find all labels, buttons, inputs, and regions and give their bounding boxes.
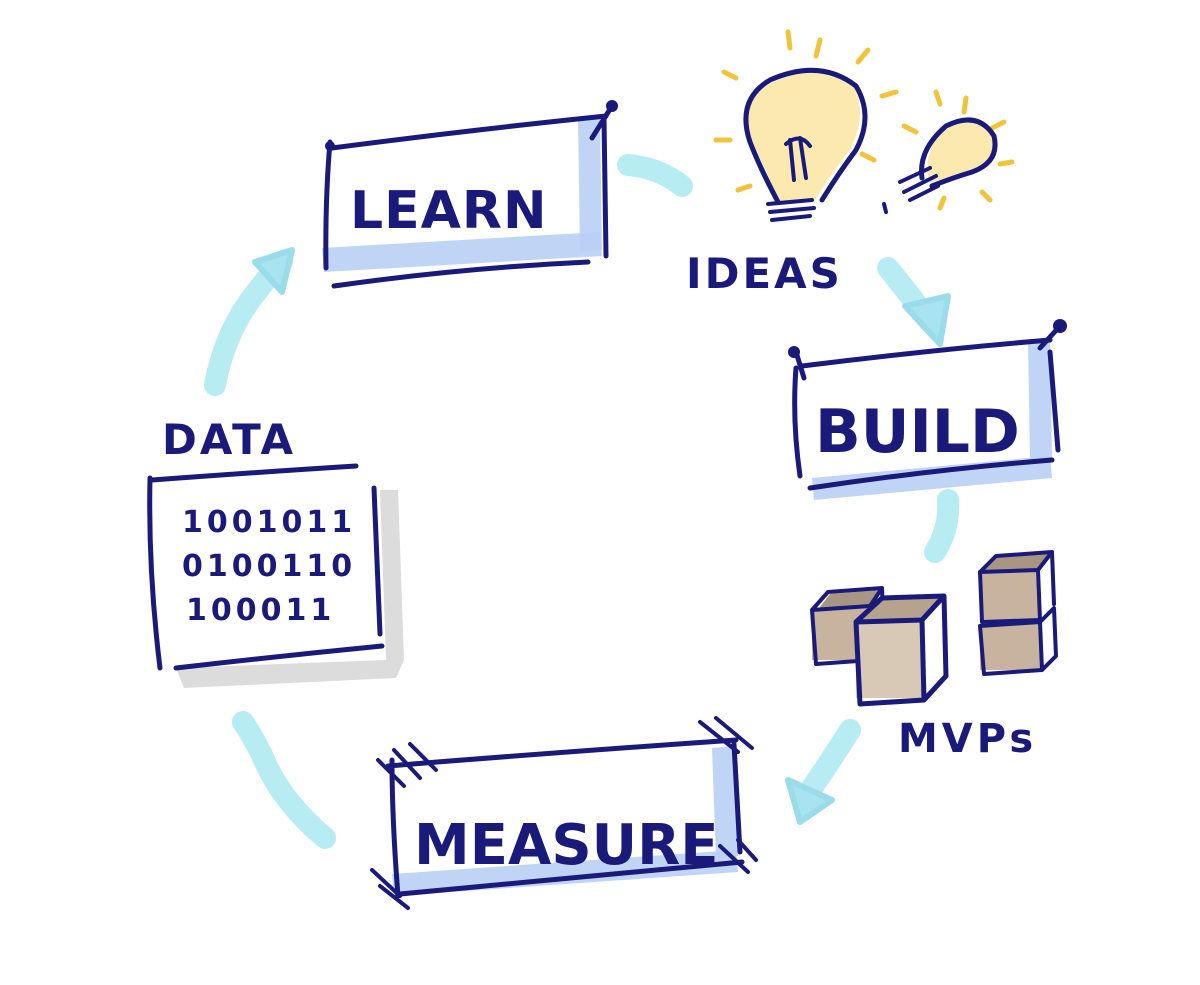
data-row-1: 1001011 — [182, 505, 356, 540]
arrowhead-data-to-learn — [252, 247, 295, 295]
arrow-measure-to-data — [232, 711, 336, 849]
data-sheet-icon: 1001011 0100110 100011 — [147, 463, 404, 688]
measure-node: MEASURE — [370, 716, 758, 910]
mvps-annotation: MVPs — [810, 550, 1058, 762]
arrowhead-ideas-to-build — [902, 293, 951, 347]
arrow-build-to-mvps — [924, 489, 960, 563]
build-pin-icon — [1053, 319, 1067, 333]
lightbulb-icon-small — [882, 117, 998, 214]
build-highlight-side — [1028, 338, 1052, 460]
build-pin-icon-left — [788, 346, 800, 358]
learn-box-outline — [323, 113, 609, 289]
build-box-outline — [792, 337, 1061, 491]
data-label: DATA — [162, 415, 296, 464]
measure-label: MEASURE — [414, 813, 719, 878]
mvps-label: MVPs — [898, 716, 1037, 762]
build-label: BUILD — [815, 397, 1020, 467]
lightbulb-icon — [743, 67, 868, 222]
learn-pin-icon-left — [325, 141, 335, 151]
arrow-learn-to-ideas — [617, 154, 693, 197]
learn-highlight — [322, 232, 602, 272]
learn-highlight-side — [578, 116, 602, 252]
learn-pin-icon — [606, 100, 618, 112]
measure-corner-hatches — [370, 716, 758, 910]
box-icon-stack-bottom — [978, 606, 1058, 676]
data-row-2: 0100110 — [182, 549, 356, 584]
measure-box-outline — [385, 737, 745, 899]
ideas-annotation: IDEAS — [686, 29, 1015, 298]
build-node: BUILD — [788, 319, 1067, 500]
learn-node: LEARN — [322, 100, 618, 289]
measure-highlight-side — [712, 746, 738, 858]
learn-pin-line — [589, 103, 615, 141]
data-row-3: 100011 — [186, 593, 335, 628]
box-icon-stack-top — [978, 550, 1056, 624]
arrowhead-mvps-to-measure — [785, 777, 835, 825]
bulb-rays — [713, 29, 1015, 211]
ideas-label: IDEAS — [686, 249, 843, 298]
learn-label: LEARN — [350, 181, 547, 241]
box-icon-front — [853, 593, 949, 707]
cycle-arrows — [204, 154, 960, 849]
data-annotation: DATA 1001011 0100110 100011 — [147, 415, 404, 688]
